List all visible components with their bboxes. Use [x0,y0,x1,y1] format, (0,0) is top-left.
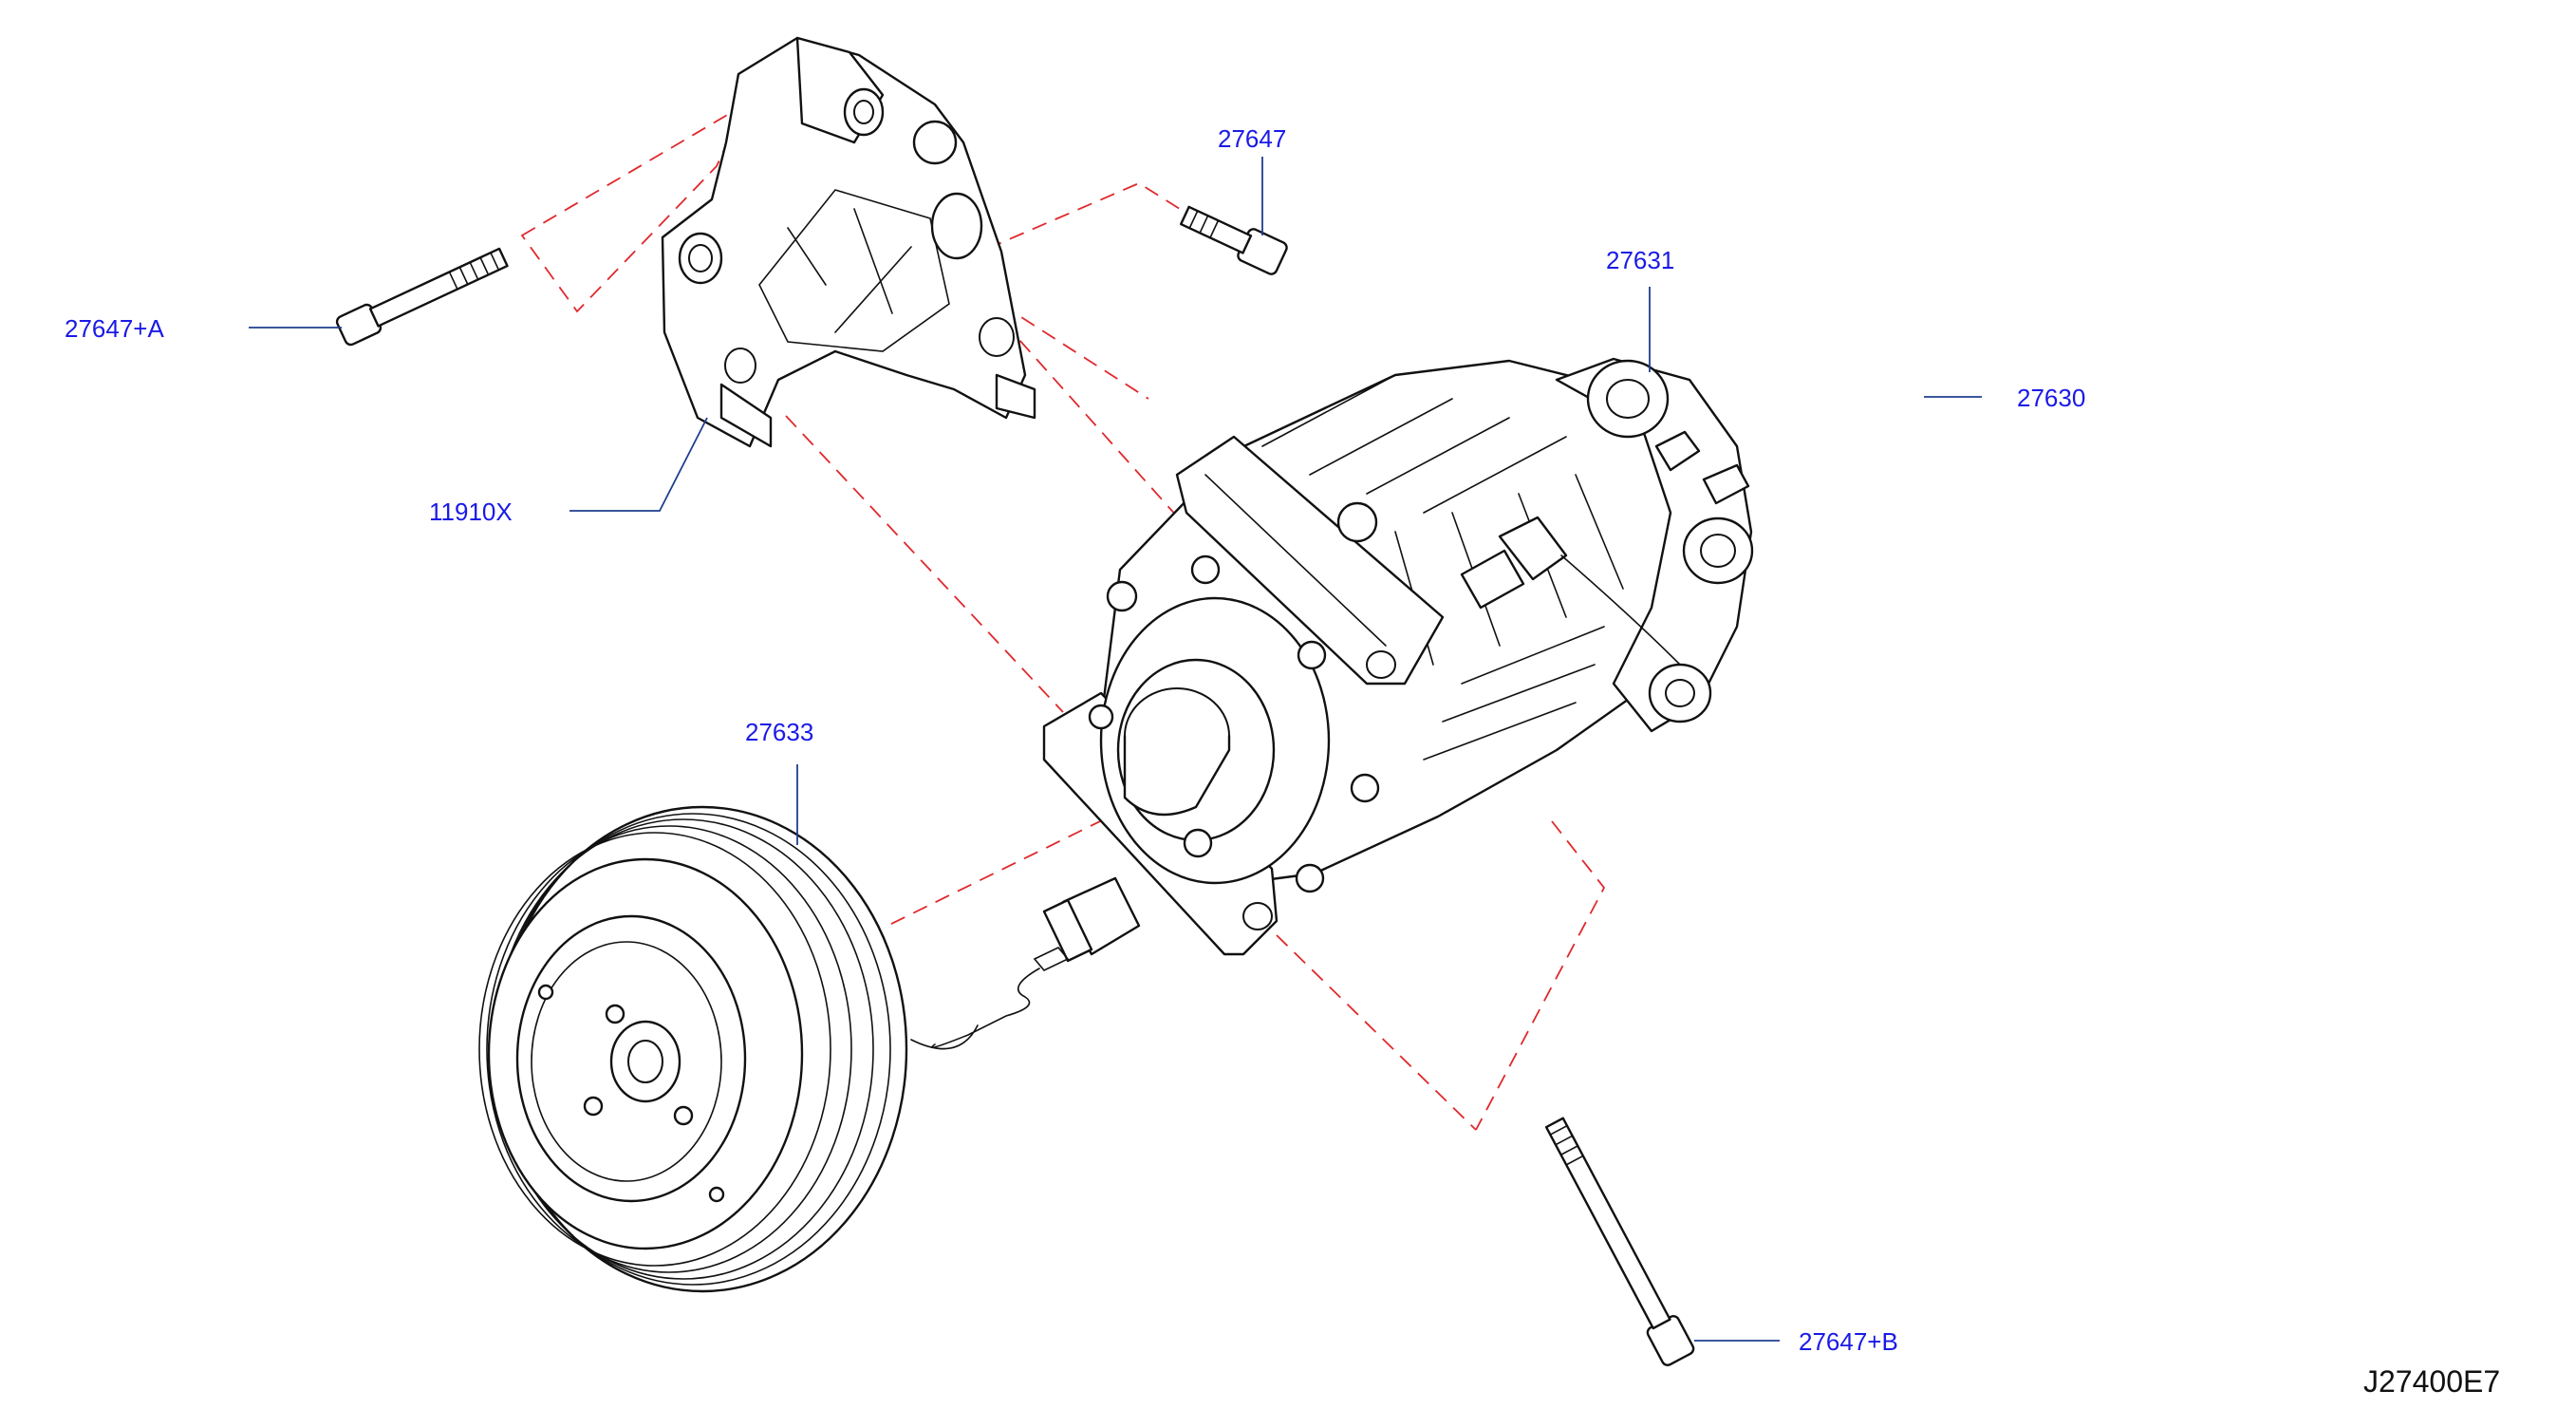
part-label-27647a[interactable]: 27647+A [65,314,164,343]
bracket-drawing [661,36,1036,448]
leader-lines [249,157,1982,1342]
clutch-connector-drawing [930,876,1141,1049]
bolt-b-drawing [1544,1117,1695,1366]
bolt-a-drawing [335,247,509,347]
clutch-pulley-drawing [478,805,979,1293]
part-label-27647[interactable]: 27647 [1218,124,1286,153]
part-label-27633[interactable]: 27633 [745,718,813,746]
part-label-27630[interactable]: 27630 [2017,384,2085,412]
compressor-drawing [1042,357,1754,956]
part-label-27647b[interactable]: 27647+B [1799,1327,1898,1356]
drawing-code: J27400E7 [2363,1364,2500,1399]
part-labels: 27647+A 11910X 27647 27631 27630 27633 2… [65,124,2085,1356]
part-label-27631[interactable]: 27631 [1606,246,1674,274]
part-label-11910x[interactable]: 11910X [429,498,513,526]
bolt-drawing [1180,205,1288,275]
